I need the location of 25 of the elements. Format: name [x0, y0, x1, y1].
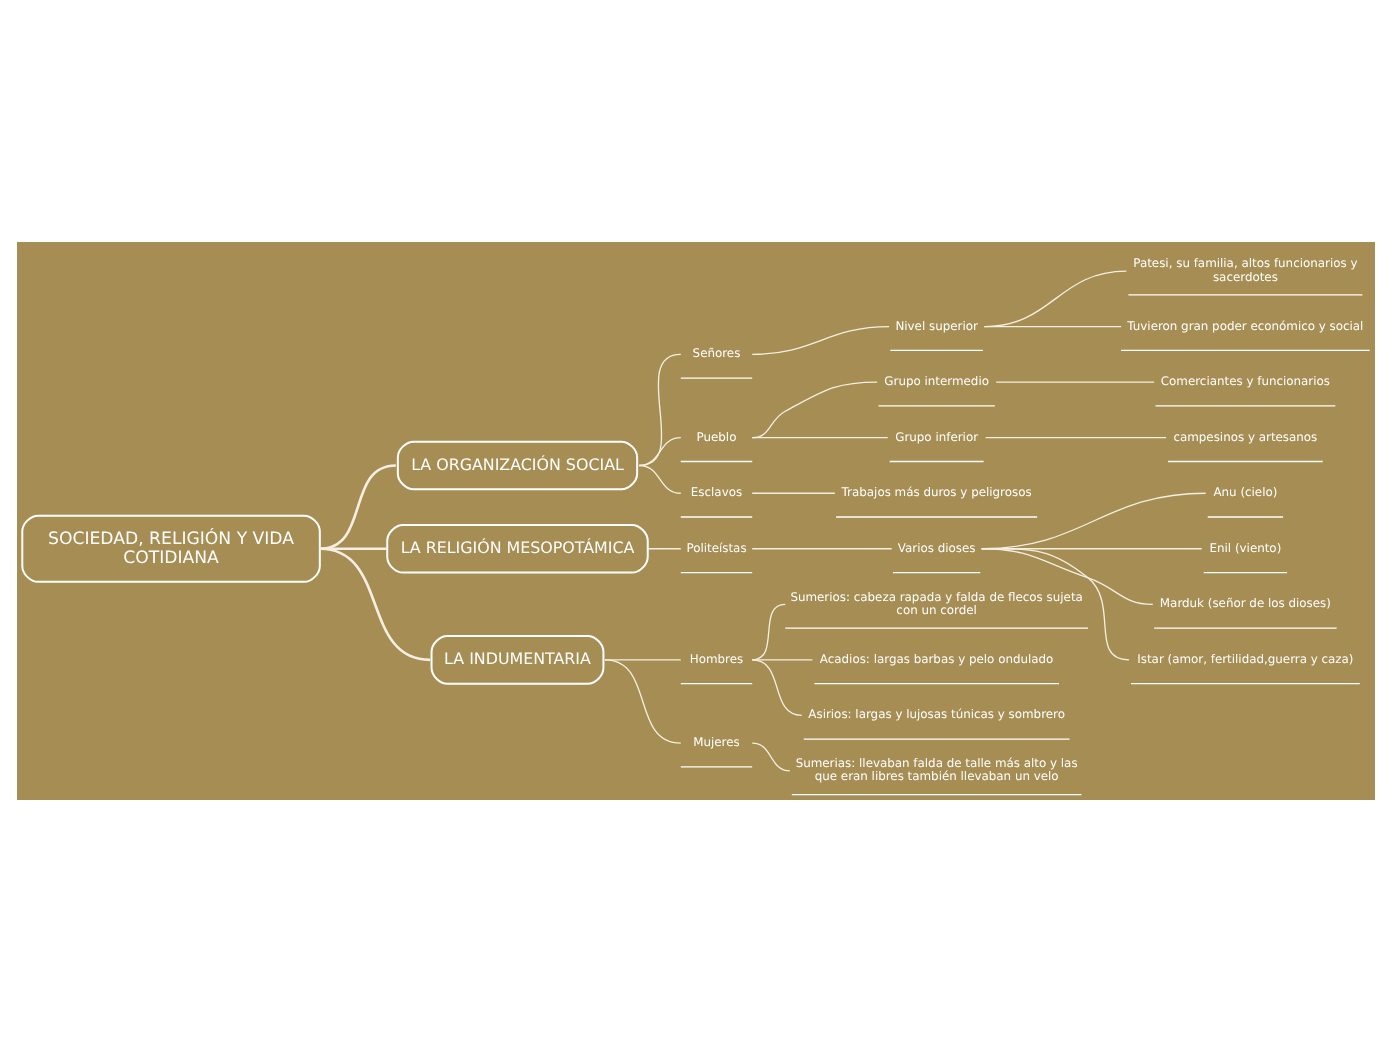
connector	[751, 380, 878, 438]
connector	[751, 547, 893, 549]
connector	[604, 658, 682, 660]
connector	[751, 436, 889, 438]
connector	[319, 463, 397, 550]
connector	[751, 658, 803, 716]
connector	[983, 324, 1122, 327]
connector	[980, 547, 1130, 660]
connector	[638, 463, 682, 493]
connector	[995, 380, 1155, 382]
connector	[638, 436, 682, 466]
connector	[751, 491, 836, 493]
connector	[980, 547, 1154, 604]
connector	[751, 602, 786, 660]
connector	[751, 741, 791, 771]
connector	[983, 269, 1128, 327]
connector	[751, 658, 813, 660]
node-box: SOCIEDAD, RELIGIÓN Y VIDA COTIDIANA	[21, 513, 321, 582]
connector	[604, 658, 682, 743]
connector	[751, 324, 890, 355]
connector	[319, 546, 388, 550]
connector	[319, 546, 431, 661]
connector	[984, 436, 1167, 438]
connector	[638, 352, 682, 466]
connector	[647, 547, 682, 549]
